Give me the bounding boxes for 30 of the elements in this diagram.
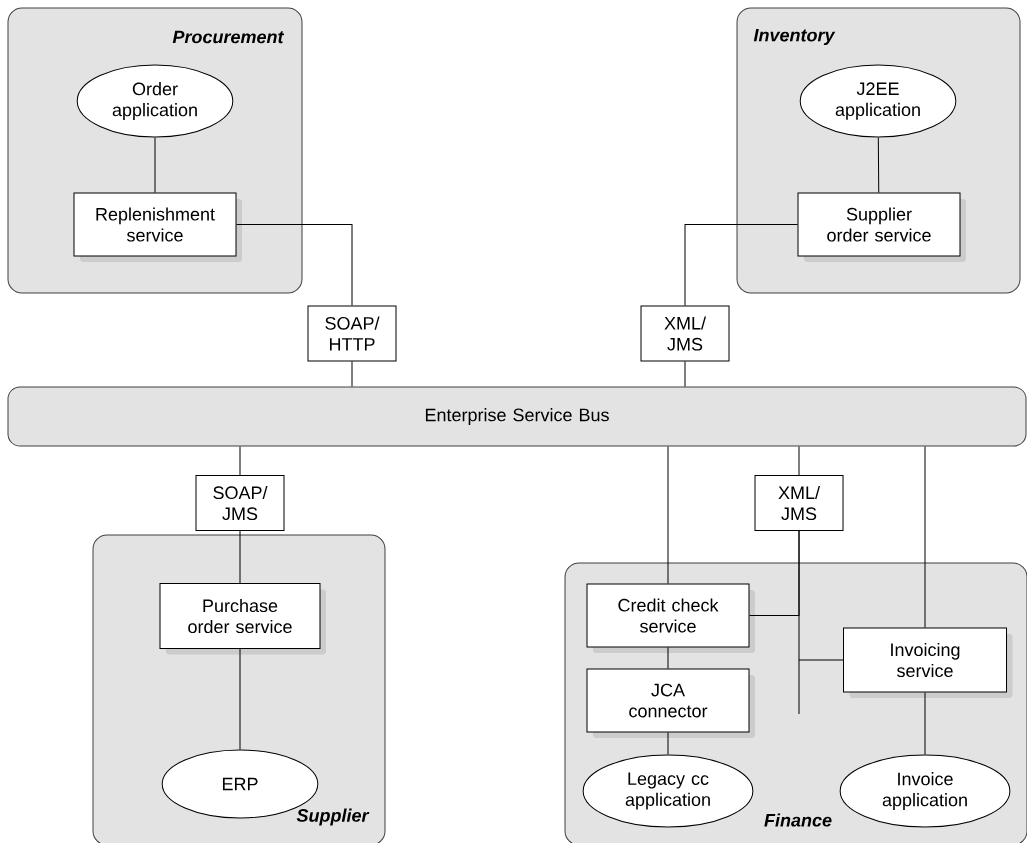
connector-line — [239, 648, 241, 750]
protocol-box: SOAP/ JMS — [195, 475, 285, 531]
connector-line — [351, 361, 353, 387]
service-box: Credit check service — [586, 583, 755, 653]
group-title: Finance — [764, 813, 832, 827]
service-box: Invoicing service — [843, 627, 1013, 698]
service-box: Purchase order service — [159, 583, 326, 655]
connector-line — [924, 446, 926, 628]
connector-line — [684, 224, 798, 306]
connector-line — [684, 361, 686, 387]
connector-line — [798, 446, 800, 476]
service-box: JCA connector — [586, 668, 755, 738]
connector-line — [667, 446, 669, 584]
group-title: Procurement — [172, 30, 285, 44]
connector-line — [667, 647, 669, 669]
protocol-box: XML/ JMS — [640, 305, 730, 362]
service-bus-bar: Enterprise Service Bus — [7, 386, 1027, 447]
service-box: Supplier order service — [797, 192, 966, 262]
connector-line — [924, 692, 926, 755]
connector-line — [667, 732, 669, 755]
service-box: Replenishment service — [73, 192, 242, 262]
connector-line — [798, 530, 844, 661]
connector-line — [236, 224, 353, 306]
group-title: Inventory — [753, 28, 836, 46]
connector-line — [239, 446, 241, 476]
protocol-box: SOAP/ HTTP — [307, 305, 397, 362]
connector-line — [239, 530, 241, 584]
connector-line — [877, 137, 880, 193]
protocol-box: XML/ JMS — [754, 475, 844, 531]
connector-line — [154, 137, 156, 193]
